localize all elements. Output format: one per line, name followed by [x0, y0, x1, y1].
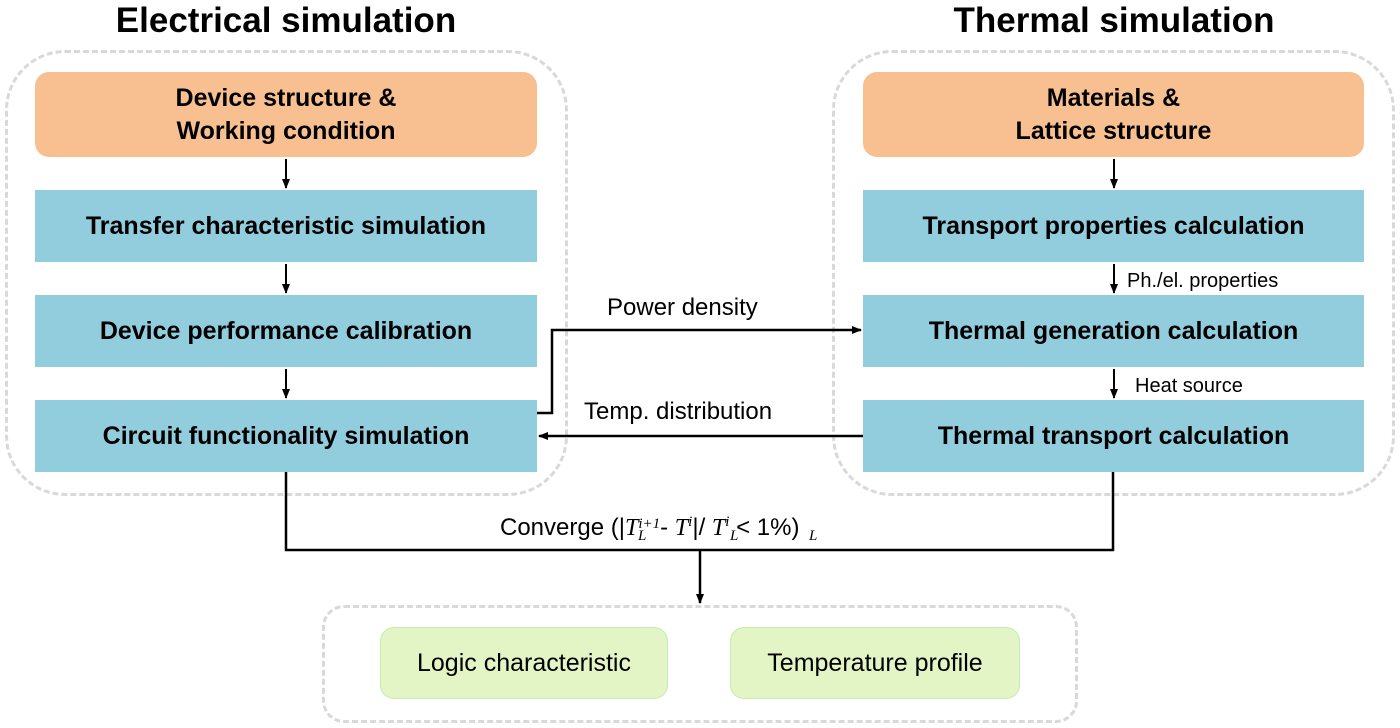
ph-el-properties-label: Ph./el. properties	[1127, 270, 1279, 292]
heat-source-label: Heat source	[1135, 375, 1243, 397]
circuit-functionality-box: Circuit functionality simulation	[35, 400, 537, 472]
materials-input-box: Materials & Lattice structure	[863, 72, 1364, 157]
device-performance-label: Device performance calibration	[99, 316, 473, 345]
output-group	[322, 605, 1078, 723]
subscript-L-3: L	[809, 528, 818, 544]
thermal-simulation-title: Thermal simulation	[953, 1, 1275, 40]
logic-characteristic-label: Logic characteristic	[417, 648, 631, 677]
thermal-transport-box: Thermal transport calculation	[863, 400, 1364, 472]
subscript-L-2: L	[730, 528, 739, 544]
device-performance-box: Device performance calibration	[35, 295, 537, 367]
subscript-L-1: L	[638, 528, 647, 544]
power-density-label: Power density	[607, 294, 758, 321]
electrical-simulation-title: Electrical simulation	[115, 1, 457, 40]
transport-properties-box: Transport properties calculation	[863, 190, 1364, 262]
transfer-characteristic-box: Transfer characteristic simulation	[35, 190, 537, 262]
transfer-characteristic-label: Transfer characteristic simulation	[85, 211, 487, 240]
materials-line1: Materials &	[1046, 83, 1181, 112]
device-structure-input-box: Device structure & Working condition	[35, 72, 537, 157]
materials-line2: Lattice structure	[1015, 116, 1212, 145]
temp-distribution-label: Temp. distribution	[584, 398, 773, 425]
thermal-generation-box: Thermal generation calculation	[863, 295, 1364, 367]
convergence-criterion: Converge (|Ti+1- Ti|/ Ti < 1%)	[500, 514, 800, 541]
thermal-generation-label: Thermal generation calculation	[928, 316, 1299, 345]
circuit-functionality-label: Circuit functionality simulation	[102, 421, 470, 450]
temperature-profile-label: Temperature profile	[767, 648, 983, 677]
logic-characteristic-box: Logic characteristic	[380, 627, 668, 699]
temperature-profile-box: Temperature profile	[730, 627, 1020, 699]
thermal-transport-label: Thermal transport calculation	[937, 421, 1290, 450]
transport-properties-label: Transport properties calculation	[922, 211, 1305, 240]
device-structure-line1: Device structure &	[175, 83, 397, 112]
device-structure-line2: Working condition	[176, 116, 396, 145]
